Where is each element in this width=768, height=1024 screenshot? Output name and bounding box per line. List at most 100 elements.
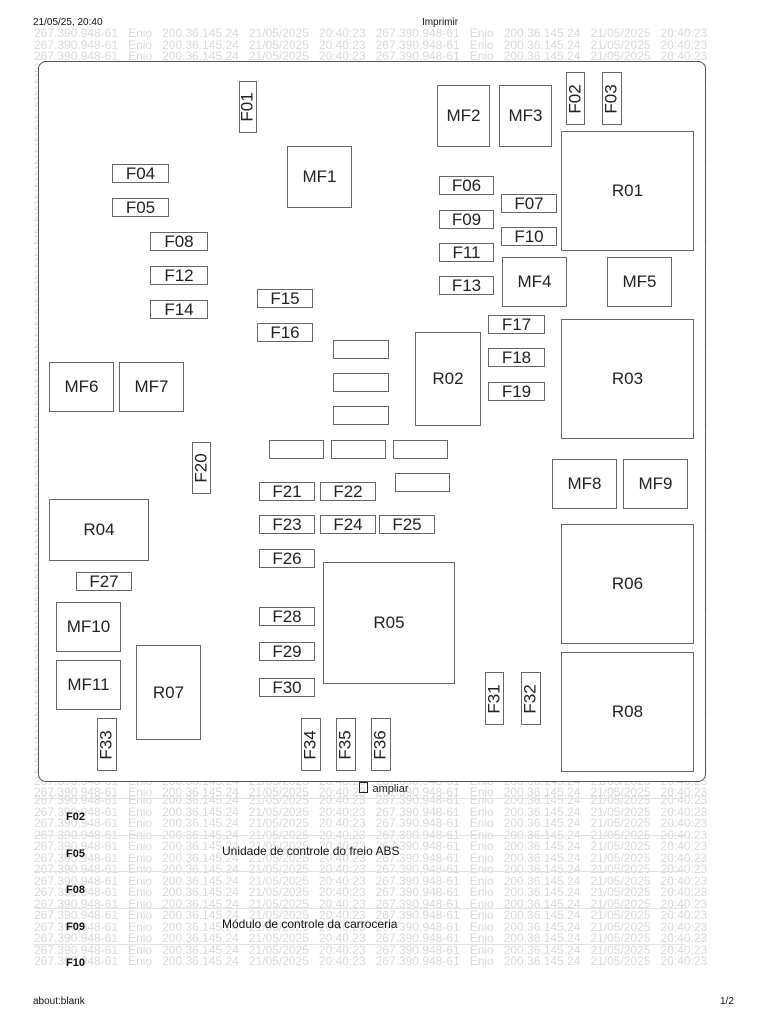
empty-slot	[333, 406, 389, 425]
component-label: R05	[373, 613, 405, 632]
component-label: F04	[125, 163, 156, 183]
component-label: MF3	[508, 106, 543, 125]
component-f01: F01	[238, 81, 258, 133]
component-label: MF4	[517, 272, 552, 291]
component-f19: F19	[488, 382, 545, 401]
component-label: F23	[272, 514, 302, 534]
fuse-description: Unidade de controle do freio ABS	[222, 843, 400, 858]
empty-slot	[395, 473, 450, 492]
component-label: R08	[611, 702, 644, 721]
component-label: MF5	[622, 272, 657, 291]
empty-slot	[333, 340, 389, 359]
component-label: MF8	[567, 474, 602, 493]
component-label: R02	[432, 369, 464, 388]
component-r01: R01	[561, 131, 694, 251]
component-label: F35	[336, 729, 356, 760]
component-label: F33	[97, 729, 117, 760]
component-label: R07	[152, 682, 185, 702]
component-f22: F22	[320, 482, 376, 501]
component-label: F12	[164, 265, 194, 285]
component-label: F11	[452, 242, 481, 262]
component-r02: R02	[415, 332, 481, 426]
component-label: F32	[521, 683, 541, 714]
component-f32: F32	[521, 672, 541, 725]
fuse-code: F02	[66, 811, 85, 823]
component-mf4: MF4	[502, 257, 567, 307]
component-f12: F12	[150, 266, 208, 285]
component-label: MF9	[638, 474, 673, 493]
component-label: F13	[451, 275, 482, 295]
fuse-code: F08	[66, 884, 85, 896]
component-label: F06	[451, 175, 482, 195]
component-label: R01	[611, 181, 644, 200]
component-mf8: MF8	[552, 459, 617, 509]
component-f31: F31	[485, 672, 504, 725]
table-row: F08	[34, 871, 686, 908]
component-label: F25	[392, 514, 422, 534]
empty-slot	[393, 440, 448, 459]
component-f13: F13	[439, 276, 494, 295]
component-label: F08	[164, 231, 194, 251]
component-label: F24	[333, 514, 363, 534]
component-f33: F33	[97, 718, 117, 771]
component-r05: R05	[323, 562, 455, 684]
component-mf10: MF10	[56, 602, 121, 652]
component-f02: F02	[566, 72, 585, 125]
component-label: F02	[565, 83, 585, 114]
component-label: F29	[272, 641, 302, 661]
component-f29: F29	[259, 642, 315, 661]
component-mf2: MF2	[437, 85, 490, 147]
component-f26: F26	[259, 549, 315, 568]
zoom-icon	[359, 782, 369, 793]
component-label: F19	[501, 381, 532, 401]
component-f34: F34	[301, 718, 321, 771]
component-label: F15	[270, 288, 300, 308]
component-label: F31	[484, 683, 504, 714]
component-r06: R06	[561, 524, 694, 644]
ampliar-link[interactable]: ampliar	[0, 782, 768, 795]
component-mf3: MF3	[499, 85, 552, 147]
component-f25: F25	[379, 515, 435, 534]
component-mf1: MF1	[287, 146, 352, 208]
component-f27: F27	[76, 572, 132, 591]
component-mf5: MF5	[607, 257, 672, 307]
component-f14: F14	[150, 300, 208, 319]
component-label: MF7	[134, 377, 169, 396]
component-f35: F35	[336, 718, 356, 771]
component-mf11: MF11	[56, 660, 121, 710]
ampliar-label: ampliar	[372, 783, 409, 795]
component-f28: F28	[259, 607, 315, 626]
component-label: F01	[238, 92, 258, 122]
empty-slot	[331, 440, 386, 459]
component-f10: F10	[501, 227, 557, 246]
component-label: F10	[514, 226, 544, 246]
component-mf9: MF9	[623, 459, 688, 509]
table-row: F02	[34, 798, 686, 835]
component-r03: R03	[561, 319, 694, 439]
component-f07: F07	[501, 194, 557, 213]
component-label: MF10	[66, 617, 111, 636]
fuse-description: Módulo de controle da carroceria	[222, 916, 398, 931]
component-r07: R07	[136, 645, 201, 740]
component-label: F22	[333, 481, 363, 501]
print-title: Imprimir	[421, 17, 459, 28]
footer-url: about:blank	[33, 996, 85, 1007]
component-label: F14	[164, 299, 194, 319]
component-label: F20	[191, 453, 211, 483]
component-label: F21	[272, 481, 302, 501]
component-f21: F21	[259, 482, 315, 501]
component-label: F05	[125, 197, 156, 217]
component-f11: F11	[439, 243, 494, 262]
component-label: F17	[501, 314, 532, 334]
component-label: F16	[270, 322, 300, 342]
component-f16: F16	[257, 323, 313, 342]
component-label: F26	[272, 548, 302, 568]
component-label: MF6	[64, 377, 99, 396]
component-f08: F08	[150, 232, 208, 251]
component-f03: F03	[602, 72, 622, 125]
component-label: F18	[501, 347, 532, 367]
component-f36: F36	[371, 718, 391, 771]
